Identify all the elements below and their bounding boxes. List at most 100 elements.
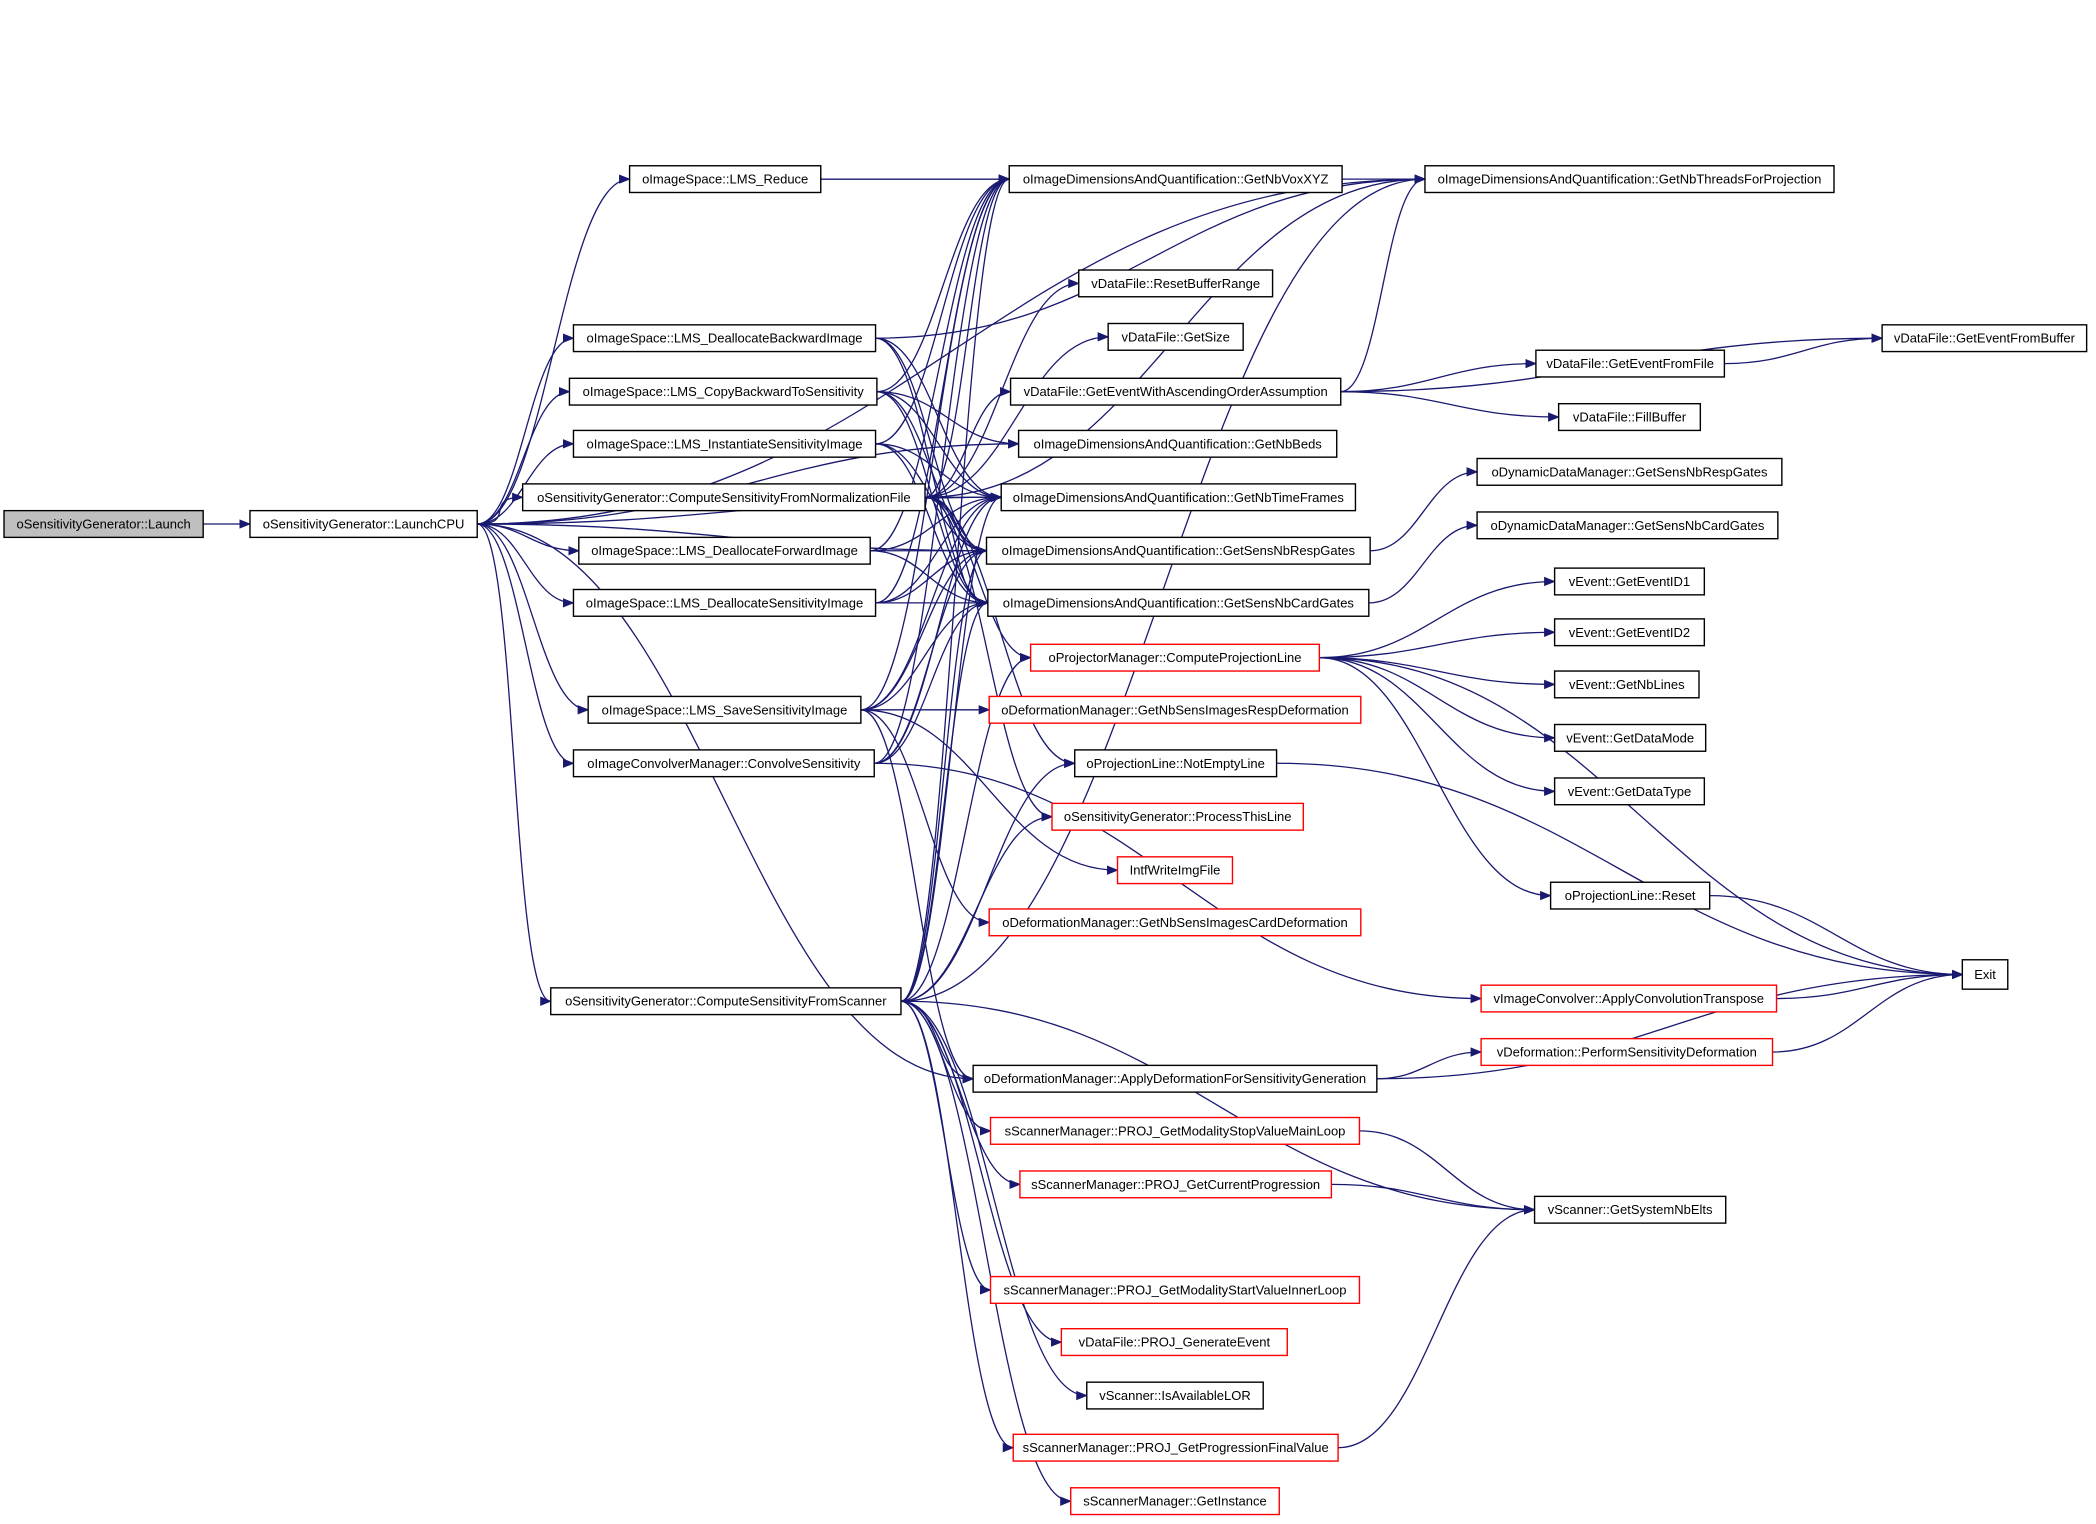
node-box[interactable] — [572, 588, 877, 617]
node-box[interactable] — [1549, 881, 1711, 910]
node-box[interactable] — [1553, 670, 1700, 699]
function-node-exit[interactable]: Exit — [1961, 959, 2009, 990]
node-box[interactable] — [1009, 377, 1342, 406]
function-node-applydef[interactable]: oDeformationManager::ApplyDeformationFor… — [972, 1064, 1378, 1093]
node-box[interactable] — [989, 1116, 1361, 1145]
node-box[interactable] — [1553, 723, 1707, 752]
function-node-getevasc[interactable]: vDataFile::GetEventWithAscendingOrderAss… — [1009, 377, 1342, 406]
node-box[interactable] — [572, 324, 877, 353]
node-box[interactable] — [1017, 429, 1338, 458]
node-box[interactable] — [1961, 959, 2009, 990]
node-box[interactable] — [1476, 457, 1783, 486]
function-node-fillbuf[interactable]: vDataFile::FillBuffer — [1557, 402, 1702, 432]
node-box[interactable] — [578, 536, 871, 565]
function-node-deallocfwd[interactable]: oImageSpace::LMS_DeallocateForwardImage — [578, 536, 871, 565]
function-node-getnbbeds[interactable]: oImageDimensionsAndQuantification::GetNb… — [1017, 429, 1338, 458]
node-box[interactable] — [1060, 1328, 1288, 1357]
function-node-dyncard[interactable]: oDynamicDataManager::GetSensNbCardGates — [1476, 511, 1779, 540]
function-node-isavail[interactable]: vScanner::IsAvailableLOR — [1086, 1381, 1264, 1410]
function-node-datatype[interactable]: vEvent::GetDataType — [1553, 777, 1706, 806]
node-box[interactable] — [587, 695, 862, 724]
node-box[interactable] — [1553, 618, 1706, 647]
node-box[interactable] — [249, 509, 478, 539]
node-box[interactable] — [1000, 483, 1357, 512]
function-node-nblines[interactable]: vEvent::GetNbLines — [1553, 670, 1700, 699]
function-node-intfwrite[interactable]: IntfWriteImgFile — [1116, 856, 1234, 885]
function-node-getsensresp[interactable]: oImageDimensionsAndQuantification::GetSe… — [985, 536, 1371, 565]
function-node-curprog[interactable]: sScannerManager::PROJ_GetCurrentProgress… — [1019, 1170, 1333, 1199]
node-box[interactable] — [628, 165, 822, 194]
function-node-datamode[interactable]: vEvent::GetDataMode — [1553, 723, 1707, 752]
function-node-procline[interactable]: oSensitivityGenerator::ProcessThisLine — [1051, 802, 1305, 831]
node-box[interactable] — [1476, 511, 1779, 540]
node-box[interactable] — [1078, 269, 1274, 298]
node-box[interactable] — [1008, 165, 1343, 194]
node-box[interactable] — [1051, 802, 1305, 831]
function-node-deallocback[interactable]: oImageSpace::LMS_DeallocateBackwardImage — [572, 324, 877, 353]
function-node-startinner[interactable]: sScannerManager::PROJ_GetModalityStartVa… — [989, 1275, 1361, 1305]
function-node-sysnbelts[interactable]: vScanner::GetSystemNbElts — [1533, 1195, 1727, 1224]
function-node-convsens[interactable]: oImageConvolverManager::ConvolveSensitiv… — [572, 749, 875, 778]
function-node-copyback[interactable]: oImageSpace::LMS_CopyBackwardToSensitivi… — [568, 377, 878, 406]
function-node-lmsreduce[interactable]: oImageSpace::LMS_Reduce — [628, 165, 822, 194]
function-node-deallocsens[interactable]: oImageSpace::LMS_DeallocateSensitivityIm… — [572, 588, 877, 617]
node-box[interactable] — [1881, 324, 2088, 353]
node-box[interactable] — [1480, 984, 1778, 1013]
function-node-defcard[interactable]: oDeformationManager::GetNbSensImagesCard… — [988, 908, 1362, 937]
node-box[interactable] — [568, 377, 878, 406]
function-node-plreset[interactable]: oProjectionLine::Reset — [1549, 881, 1711, 910]
function-node-instsens[interactable]: oImageSpace::LMS_InstantiateSensitivityI… — [572, 429, 877, 458]
node-box[interactable] — [1029, 643, 1321, 672]
function-node-getnbvox[interactable]: oImageDimensionsAndQuantification::GetNb… — [1008, 165, 1343, 194]
function-node-compprojline[interactable]: oProjectorManager::ComputeProjectionLine — [1029, 643, 1321, 672]
node-box[interactable] — [972, 1064, 1378, 1093]
function-node-savesens[interactable]: oImageSpace::LMS_SaveSensitivityImage — [587, 695, 862, 724]
node-box[interactable] — [989, 1275, 1361, 1305]
node-box[interactable] — [572, 429, 877, 458]
function-node-getinst[interactable]: sScannerManager::GetInstance — [1070, 1487, 1280, 1516]
node-box[interactable] — [521, 483, 926, 512]
function-node-defresp[interactable]: oDeformationManager::GetNbSensImagesResp… — [988, 695, 1362, 724]
node-box[interactable] — [1480, 1037, 1774, 1067]
function-node-getnbthreads[interactable]: oImageDimensionsAndQuantification::GetNb… — [1424, 165, 1835, 194]
function-node-applyconvT[interactable]: vImageConvolver::ApplyConvolutionTranspo… — [1480, 984, 1778, 1013]
function-node-evid2[interactable]: vEvent::GetEventID2 — [1553, 618, 1706, 647]
node-box[interactable] — [985, 536, 1371, 565]
function-node-stopmain[interactable]: sScannerManager::PROJ_GetModalityStopVal… — [989, 1116, 1361, 1145]
function-node-launch[interactable]: oSensitivityGenerator::Launch — [3, 509, 204, 539]
node-box[interactable] — [1553, 567, 1706, 596]
node-box[interactable] — [1070, 1487, 1280, 1516]
node-box[interactable] — [1533, 1195, 1727, 1224]
function-node-resetbuf[interactable]: vDataFile::ResetBufferRange — [1078, 269, 1274, 298]
function-node-genevent[interactable]: vDataFile::PROJ_GenerateEvent — [1060, 1328, 1288, 1357]
function-node-launchcpu[interactable]: oSensitivityGenerator::LaunchCPU — [249, 509, 478, 539]
node-box[interactable] — [988, 695, 1362, 724]
node-box[interactable] — [3, 509, 204, 539]
function-node-dynresp[interactable]: oDynamicDataManager::GetSensNbRespGates — [1476, 457, 1783, 486]
node-box[interactable] — [988, 908, 1362, 937]
node-box[interactable] — [1424, 165, 1835, 194]
node-box[interactable] — [1535, 349, 1726, 378]
function-node-compnorm[interactable]: oSensitivityGenerator::ComputeSensitivit… — [521, 483, 926, 512]
function-node-getsenscard[interactable]: oImageDimensionsAndQuantification::GetSe… — [987, 588, 1370, 617]
node-box[interactable] — [1557, 402, 1702, 432]
function-node-getevfrombuf[interactable]: vDataFile::GetEventFromBuffer — [1881, 324, 2088, 353]
node-box[interactable] — [987, 588, 1370, 617]
function-node-getnbtf[interactable]: oImageDimensionsAndQuantification::GetNb… — [1000, 483, 1357, 512]
node-box[interactable] — [1019, 1170, 1333, 1199]
function-node-getsize[interactable]: vDataFile::GetSize — [1107, 322, 1244, 351]
function-node-compscanner[interactable]: oSensitivityGenerator::ComputeSensitivit… — [550, 987, 902, 1016]
node-box[interactable] — [1086, 1381, 1264, 1410]
function-node-evid1[interactable]: vEvent::GetEventID1 — [1553, 567, 1706, 596]
node-box[interactable] — [1012, 1433, 1339, 1462]
node-box[interactable] — [572, 749, 875, 778]
node-box[interactable] — [1074, 749, 1278, 778]
function-node-progfinal[interactable]: sScannerManager::PROJ_GetProgressionFina… — [1012, 1433, 1339, 1462]
node-box[interactable] — [1107, 322, 1244, 351]
function-node-perfdef[interactable]: vDeformation::PerformSensitivityDeformat… — [1480, 1037, 1774, 1067]
node-box[interactable] — [1553, 777, 1706, 806]
function-node-getevfromfile[interactable]: vDataFile::GetEventFromFile — [1535, 349, 1726, 378]
node-box[interactable] — [1116, 856, 1234, 885]
node-box[interactable] — [550, 987, 902, 1016]
function-node-notempty[interactable]: oProjectionLine::NotEmptyLine — [1074, 749, 1278, 778]
